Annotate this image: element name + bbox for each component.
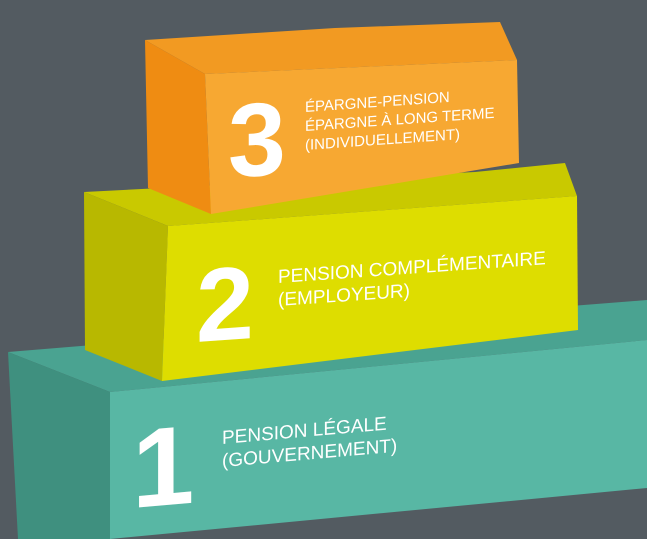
tier-3-front-face bbox=[205, 60, 519, 214]
tier-1-side-face bbox=[8, 352, 110, 539]
tier-3-number: 3 bbox=[228, 80, 286, 200]
tier-1-front-face bbox=[110, 340, 647, 539]
tier-2-front-face bbox=[162, 196, 578, 381]
tier-1-number: 1 bbox=[132, 401, 195, 532]
tier-2-number: 2 bbox=[196, 244, 254, 365]
tier-3-side-face bbox=[145, 40, 211, 214]
tier-2-side-face bbox=[84, 192, 168, 381]
tier-3-top-face bbox=[145, 22, 517, 74]
tier-3-block bbox=[145, 22, 519, 214]
